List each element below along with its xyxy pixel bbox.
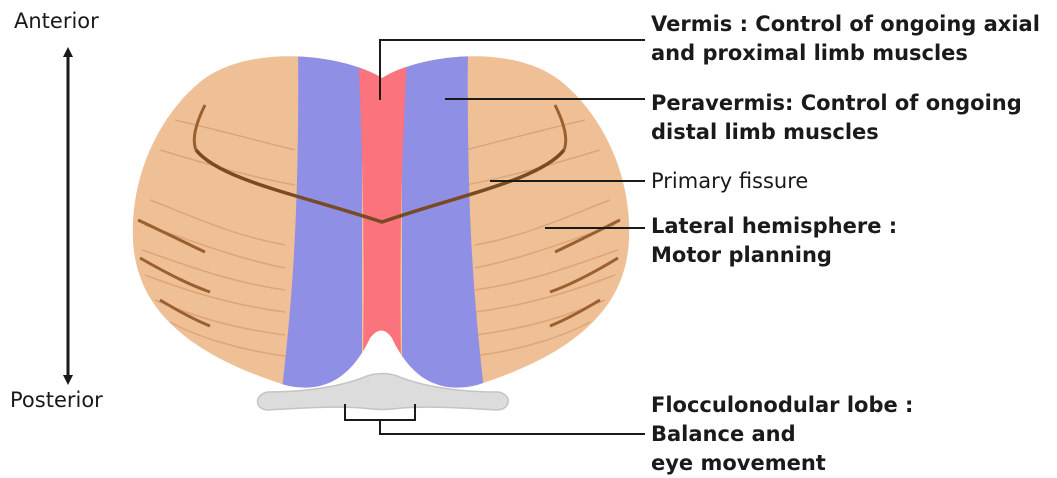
- anterior-label: Anterior: [14, 7, 99, 36]
- primary-fissure-label: Primary fissure: [651, 167, 808, 196]
- paravermis-label-line1: Peravermis: Control of ongoing: [651, 89, 1022, 118]
- flocculonodular-label: Flocculonodular lobe : Balance and eye m…: [651, 391, 913, 478]
- vermis-label: Vermis : Control of ongoing axial and pr…: [651, 10, 1040, 68]
- flocculonodular-label-line1: Flocculonodular lobe :: [651, 391, 913, 420]
- primary-fissure-label-line1: Primary fissure: [651, 167, 808, 196]
- flocculonodular-label-line2: Balance and: [651, 420, 913, 449]
- lateral-hemisphere-label: Lateral hemisphere : Motor planning: [651, 212, 897, 270]
- lateral-hemisphere-label-line2: Motor planning: [651, 241, 897, 270]
- paravermis-label: Peravermis: Control of ongoing distal li…: [651, 89, 1022, 147]
- vermis-region: [358, 40, 408, 410]
- vermis-label-line1: Vermis : Control of ongoing axial: [651, 10, 1040, 39]
- flocculonodular-label-line3: eye movement: [651, 449, 913, 478]
- posterior-label: Posterior: [10, 386, 103, 415]
- lateral-hemisphere-label-line1: Lateral hemisphere :: [651, 212, 897, 241]
- vermis-label-line2: and proximal limb muscles: [651, 39, 1040, 68]
- paravermis-label-line2: distal limb muscles: [651, 118, 1022, 147]
- flocculonodular-leader-line: [380, 420, 645, 434]
